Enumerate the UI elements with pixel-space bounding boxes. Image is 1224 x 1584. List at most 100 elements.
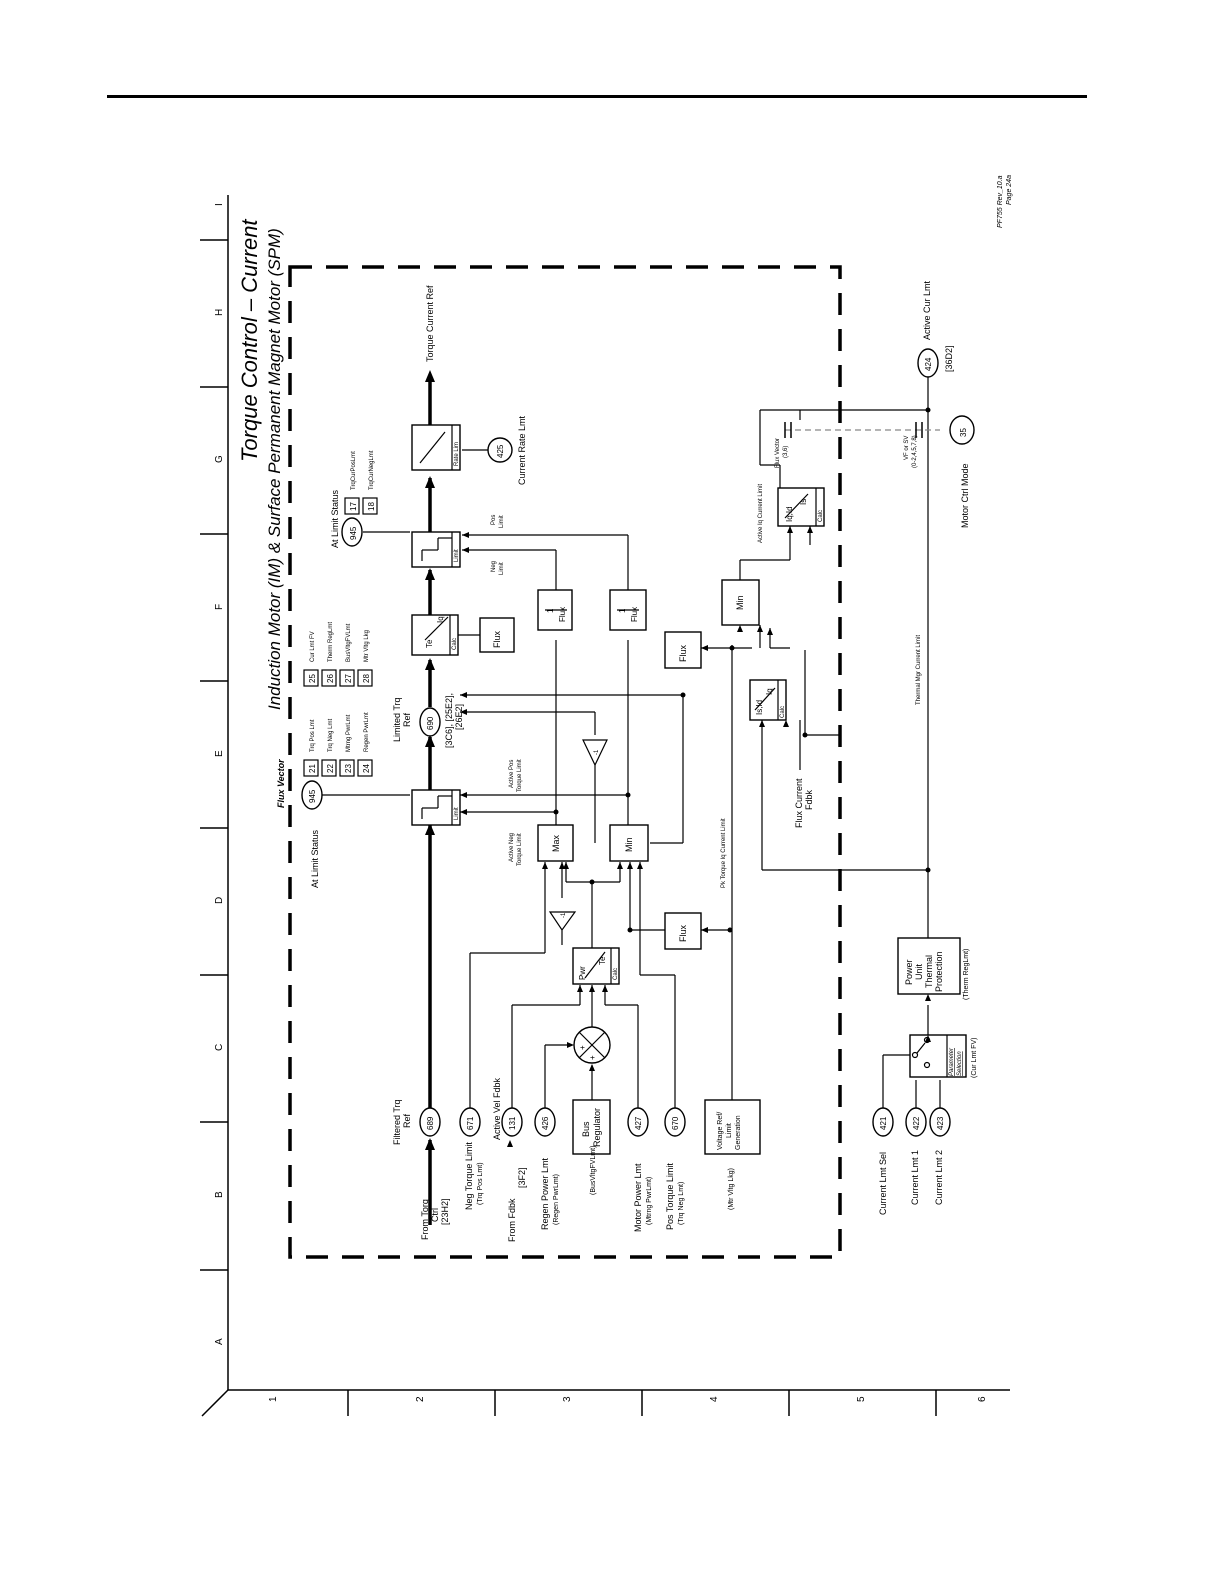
neg-limit-label: Limit — [499, 562, 505, 575]
active-pos-label: Active Pos — [509, 760, 515, 788]
active-neg-torque-limit: Torque Limit — [517, 833, 523, 866]
parameter-text: Parameter — [949, 1047, 955, 1076]
min-block-right — [721, 579, 760, 626]
limited-trq-label: Limited Trq — [392, 697, 402, 742]
junction-dots — [553, 407, 931, 933]
regen-pwrlmt-bit: Regen PwrLmt — [364, 712, 370, 752]
te-iq-te: Te — [425, 639, 434, 648]
flux-lower-text: Flux — [678, 924, 688, 942]
iq-id-is: Is — [799, 499, 808, 505]
min-block — [609, 824, 649, 862]
protection-text: Protection — [934, 951, 944, 992]
max-text: Max — [551, 834, 561, 852]
from-torq-label: From Torq — [420, 1199, 430, 1240]
is-id-iq: Iq — [765, 688, 774, 695]
bit-22: 22 — [326, 764, 335, 773]
voltage-ref-label: Voltage Ref/ — [717, 1112, 724, 1150]
power-text: Power — [904, 959, 914, 985]
active-cur-lmt-label: Active Cur Lmt — [922, 280, 932, 340]
param-426: 426 — [541, 1116, 550, 1130]
flux-vector-label: Flux Vector — [276, 759, 286, 808]
row-6: 6 — [977, 1396, 988, 1402]
therm-reglmt-bit: Therm RegLmt — [328, 622, 334, 662]
param-423: 423 — [936, 1116, 945, 1130]
bus-label: Bus — [581, 1121, 591, 1137]
ref-36d2-label: [36D2] — [944, 345, 954, 372]
sum-plus-2: + — [588, 1055, 597, 1060]
vf-codes-label: (0-2,4,5,7,8) — [912, 435, 918, 468]
trqcurneglmt-bit: TrqCurNegLmt — [369, 450, 375, 490]
grid-frame — [200, 195, 1010, 1417]
param-689: 689 — [426, 1116, 435, 1130]
from-fdbk-label: From Fdbk — [507, 1198, 517, 1242]
te-text: Te — [598, 956, 607, 965]
is-id-block — [749, 679, 787, 721]
revision-label: PF755 Rev_10.a — [997, 175, 1004, 228]
dashed-boundary — [288, 265, 842, 1259]
current-lmt-sel-label: Current Lmt Sel — [878, 1152, 888, 1215]
flux-vector-36-label: Flux Vector — [775, 438, 781, 468]
column-labels: A B C D E F G H I — [214, 203, 225, 1345]
trq-neg-lmt-paren: (Trq Neg Lmt) — [678, 1182, 685, 1225]
ref-26e2-label: [26E2] — [454, 704, 464, 730]
active-iq-current-limit-label: Active Iq Current Limit — [758, 484, 764, 543]
pos-torque-limit-label: Pos Torque Limit — [665, 1163, 675, 1230]
row-labels: 1 2 3 4 5 6 — [268, 1396, 988, 1402]
pk-torque-label: Pk Torque Iq Current Limit — [721, 818, 727, 888]
therm-reglmt-paren: (Therm RegLmt) — [963, 949, 970, 1000]
sum-plus-1: + — [578, 1045, 587, 1050]
ref-3f2-label: [3F2] — [517, 1167, 527, 1188]
row-3: 3 — [562, 1396, 573, 1402]
filtered-trq-label: Filtered Trq — [392, 1099, 402, 1145]
voltage-ref-block — [704, 1099, 761, 1155]
trq-neg-lmt-bit: Trq Neg Lmt — [328, 719, 334, 752]
col-f: F — [214, 604, 225, 610]
thermal-mgr-label: Thermal Mgr Current Limit — [916, 635, 922, 705]
ctrl-label: Ctrl — [430, 1208, 440, 1222]
torque-current-ref-label: Torque Current Ref — [425, 285, 435, 362]
param-671: 671 — [466, 1116, 475, 1130]
at-limit-status-2: At Limit Status — [330, 489, 340, 548]
page-subtitle: Induction Motor (IM) & Surface Permanent… — [265, 228, 284, 710]
parameter-selection-block — [909, 1034, 967, 1078]
motor-ctrl-mode-label: Motor Ctrl Mode — [960, 463, 970, 528]
col-b: B — [214, 1191, 225, 1198]
flux-upper-block — [664, 631, 702, 669]
cur-lmt-fv-paren: (Cur Lmt FV) — [971, 1038, 978, 1078]
page-title: Torque Control – Current — [237, 219, 262, 462]
param-427: 427 — [634, 1116, 643, 1130]
bit-27: 27 — [344, 674, 353, 683]
fv-codes-label: (3,6) — [783, 446, 789, 458]
iq-id-calc: Calc — [818, 510, 824, 522]
summing-junction — [573, 1026, 611, 1064]
unit-text: Unit — [914, 963, 924, 980]
param-badges — [301, 348, 975, 1137]
param-35: 35 — [959, 428, 968, 437]
param-422: 422 — [912, 1116, 921, 1130]
neg-one-triangle-lower — [548, 911, 577, 932]
flux-current-label: Flux Current — [794, 778, 804, 828]
mtrng-pwrlmt-paren: (Mtrng PwrLmt) — [646, 1177, 653, 1225]
inv-flux-1-flux: Flux — [558, 607, 567, 622]
current-lmt-1-label: Current Lmt 1 — [910, 1150, 920, 1205]
voltage-limit-label: Limit — [726, 1123, 733, 1138]
page-number-label: Page 24a — [1006, 175, 1013, 205]
mtr-vltg-lkg-paren: (Mtr Vltg Lkg) — [728, 1168, 735, 1210]
inv-flux-1-one: 1 — [546, 608, 555, 613]
is-id-calc: Calc — [780, 706, 786, 718]
limit-2-text: Limit — [454, 549, 460, 562]
col-h: H — [214, 309, 225, 316]
signal-lines — [322, 375, 941, 1108]
bit-25: 25 — [308, 674, 317, 683]
pos-limit-label: Limit — [499, 515, 505, 528]
rate-lim-block — [411, 424, 461, 471]
thin-arrowheads — [460, 526, 931, 1147]
header-rule — [107, 95, 1087, 98]
flux-lower-block — [664, 912, 702, 950]
row-1: 1 — [268, 1396, 279, 1402]
is-id-text: Is,Id — [755, 700, 764, 715]
inv-flux-2-one: 1 — [618, 608, 627, 613]
ref-3c6-label: [3C6], [25E2], — [444, 693, 454, 748]
blocks — [411, 424, 967, 1155]
